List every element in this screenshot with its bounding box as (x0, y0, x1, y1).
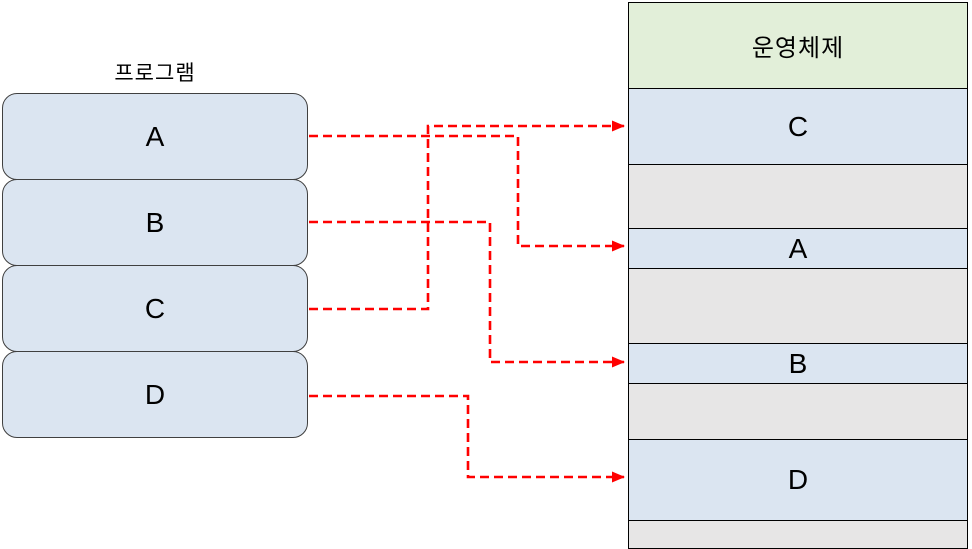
connector-A-to-memory-A (309, 134, 625, 252)
memory-free-slot-4 (629, 520, 967, 548)
connector-D-to-memory-D (309, 394, 625, 483)
memory-block-B: B (629, 343, 967, 383)
memory-block-D: D (629, 439, 967, 520)
memory-row-label: B (788, 347, 808, 379)
program-stack: A B C D (2, 93, 308, 438)
memory-free-slot-1 (629, 164, 967, 228)
memory-row-label: 운영체제 (751, 35, 845, 62)
memory-row-label: C (787, 110, 809, 142)
memory-free-slot-2 (629, 268, 967, 343)
program-box-label: C (144, 292, 166, 324)
memory-column: 운영체제 C A B D (628, 2, 968, 549)
program-box-D: D (2, 351, 308, 438)
memory-block-C: C (629, 88, 967, 164)
program-box-B: B (2, 179, 308, 266)
program-box-label: A (145, 120, 165, 152)
program-box-A: A (2, 93, 308, 180)
connector-B-to-memory-B (309, 220, 625, 368)
memory-block-A: A (629, 228, 967, 268)
memory-row-os: 운영체제 (629, 3, 967, 88)
program-panel-title: 프로그램 (114, 62, 196, 85)
connector-C-to-memory-C (309, 120, 625, 311)
program-box-C: C (2, 265, 308, 352)
memory-row-label: A (788, 232, 808, 264)
memory-free-slot-3 (629, 383, 967, 439)
program-box-label: B (145, 206, 165, 238)
memory-row-label: D (787, 464, 809, 495)
program-box-label: D (144, 378, 166, 410)
